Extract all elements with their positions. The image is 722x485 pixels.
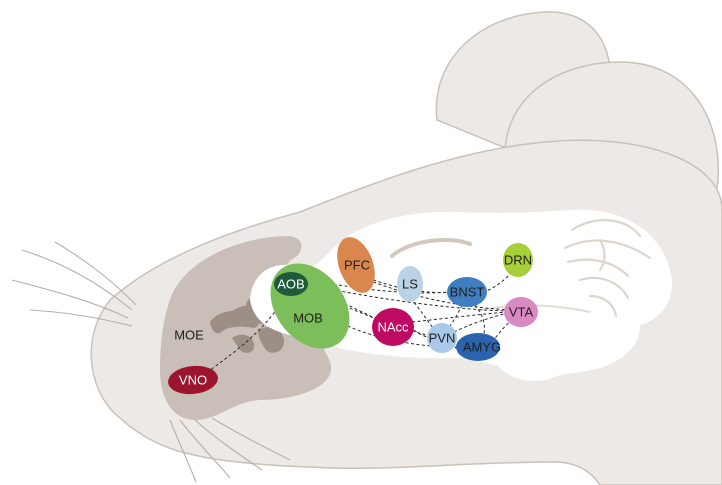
vno-label: VNO (179, 373, 207, 388)
pfc-label: PFC (344, 258, 370, 273)
moe-label: MOE (174, 328, 204, 343)
mob-label: MOB (293, 311, 323, 326)
region-vta: VTA (504, 297, 538, 327)
region-ls: LS (397, 266, 423, 302)
region-bnst: BNST (447, 277, 487, 307)
region-drn: DRN (503, 243, 533, 277)
amyg-label: AMYG (463, 340, 501, 355)
region-aob: AOB (274, 272, 308, 296)
region-pvn: PVN (427, 323, 457, 353)
pvn-label: PVN (429, 331, 456, 346)
bnst-label: BNST (450, 285, 485, 300)
aob-label: AOB (277, 277, 304, 292)
vta-label: VTA (509, 305, 534, 320)
drn-label: DRN (504, 253, 532, 268)
region-nacc: NAcc (372, 308, 414, 346)
ls-label: LS (402, 277, 418, 292)
nacc-label: NAcc (377, 320, 409, 335)
